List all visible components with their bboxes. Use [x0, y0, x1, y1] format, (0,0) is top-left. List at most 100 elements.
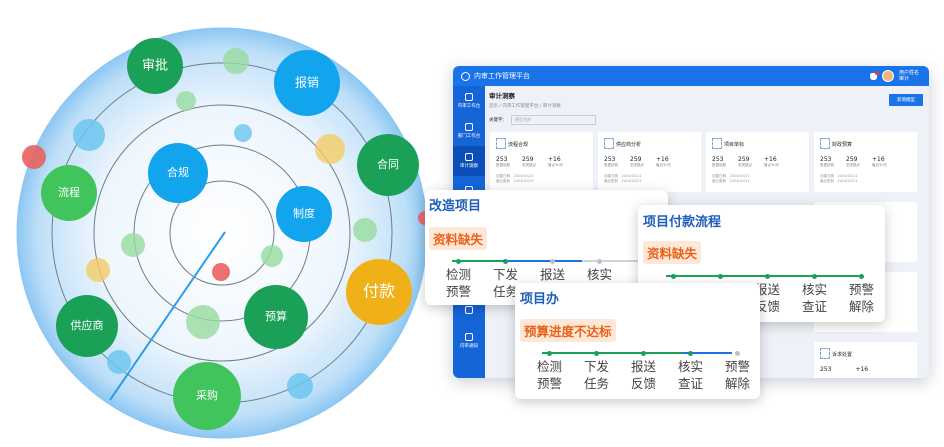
bubble-process[interactable]: 流程 — [41, 165, 97, 221]
bubble-supplier[interactable]: 供应商 — [56, 295, 118, 357]
model-icon — [712, 138, 722, 149]
radar-sweep-line — [109, 231, 226, 401]
add-model-button[interactable]: 新增模型 — [889, 94, 923, 106]
avatar[interactable] — [881, 70, 894, 82]
sidebar-item-dept-desk[interactable]: 部门工作台 — [453, 116, 485, 146]
main-content: 审计洞察 首页 / 内审工作管理平台 / 审计洞察 新增模型 关键字： 模型名称 — [489, 90, 925, 125]
workflow-step[interactable]: 预警解除 — [714, 358, 761, 392]
progress-track — [582, 260, 668, 262]
step-dot — [671, 273, 676, 279]
step-dot — [812, 273, 817, 279]
workflow-step[interactable]: 核实 — [576, 266, 623, 300]
stat-label: 最近30天 — [872, 163, 887, 167]
breadcrumb: 首页 / 内审工作管理平台 / 审计洞察 — [489, 104, 561, 109]
step-line1: 报送 — [754, 282, 780, 297]
radar-dot — [86, 258, 110, 282]
radar-dot — [315, 134, 345, 164]
workflow-step[interactable]: 报送反馈 — [620, 358, 667, 392]
workflow-step[interactable]: 核实查证 — [667, 358, 714, 392]
model-icon — [496, 138, 506, 149]
step-list: 检测预警下发任务报送反馈核实查证预警解除 — [526, 358, 761, 392]
sidebar-item-notice[interactable]: 内审通知 — [453, 326, 485, 356]
bell-icon[interactable] — [869, 70, 879, 80]
svg-text:审批: 审批 — [142, 59, 168, 74]
updated-date: 最近更新 2024/02/21 — [712, 179, 750, 183]
bubble-reimburse[interactable]: 报销 — [274, 50, 340, 116]
stat-label: 发现疑点 — [738, 163, 752, 167]
stat-label: 发现疑点 — [846, 163, 860, 167]
stat-value: 253 — [820, 156, 832, 163]
popup-title: 项目付款流程 — [643, 215, 722, 230]
stat-value: 253 — [496, 156, 508, 163]
bell-icon — [465, 333, 473, 341]
step-dot — [550, 258, 555, 264]
created-date: 创建日期 2024/02/21 — [604, 174, 642, 178]
grid-icon — [465, 123, 473, 131]
svg-text:制度: 制度 — [293, 206, 315, 220]
step-line1: 报送 — [630, 359, 656, 374]
warning-badge: 资料缺失 — [429, 227, 488, 250]
sidebar-item-audit-desk[interactable]: 内审工作台 — [453, 86, 485, 116]
stat-value: 259 — [522, 156, 534, 163]
bubble-payment[interactable]: 付款 — [346, 259, 412, 325]
workflow-step[interactable]: 预警解除 — [838, 281, 885, 315]
stat-value: 259 — [738, 156, 750, 163]
radar-dot — [22, 145, 46, 169]
sidebar-item[interactable] — [453, 296, 485, 326]
svg-text:合规: 合规 — [167, 165, 189, 179]
step-line1: 预警 — [724, 359, 750, 374]
bubble-budget[interactable]: 预算 — [244, 285, 308, 349]
step-dot — [765, 273, 770, 279]
workflow-step[interactable]: 下发任务 — [482, 266, 529, 300]
bubble-purchase[interactable]: 采购 — [173, 362, 241, 430]
step-line1: 核实 — [677, 359, 703, 374]
step-line1: 预警 — [848, 282, 874, 297]
bubble-audit[interactable]: 审批 — [127, 38, 183, 94]
keyword-input[interactable]: 模型名称 — [511, 115, 596, 125]
svg-text:付款: 付款 — [363, 282, 395, 301]
stat-value: +16 — [656, 156, 669, 163]
bubble-compliance[interactable]: 合规 — [148, 143, 208, 203]
card-title: 项目单标 — [724, 142, 745, 148]
step-dot — [718, 273, 723, 279]
svg-text:合同: 合同 — [377, 157, 399, 171]
step-line2: 解除 — [724, 376, 750, 391]
svg-text:供应商: 供应商 — [71, 318, 104, 332]
step-line1: 报送 — [539, 267, 565, 282]
grid-icon — [465, 306, 473, 314]
workflow-step[interactable]: 报送反馈 — [744, 281, 791, 315]
stat-label: 最近30天 — [548, 163, 563, 167]
workflow-step[interactable]: 报送 — [529, 266, 576, 300]
app-title: 内审工作管理平台 — [474, 72, 530, 80]
radar-dot — [287, 373, 313, 399]
step-dot — [503, 258, 508, 264]
grid-icon — [465, 153, 473, 161]
stat-label: 发现疑点 — [522, 163, 536, 167]
step-dot — [594, 350, 599, 356]
radar-dot — [353, 218, 377, 242]
workflow-step[interactable]: 核实查证 — [791, 281, 838, 315]
created-date: 创建日期 2024/02/20 — [496, 174, 534, 178]
updated-date: 最近更新 2024/02/20 — [496, 179, 534, 183]
workflow-step[interactable]: 检测预警 — [435, 266, 482, 300]
step-dot — [456, 258, 461, 264]
radar-dot — [223, 48, 249, 74]
popup-project-office[interactable]: 项目办 预算进度不达标 检测预警下发任务报送反馈核实查证预警解除 — [515, 283, 760, 399]
step-dot — [735, 350, 740, 356]
created-date: 创建日期 2024/02/21 — [712, 174, 750, 178]
bubble-contract[interactable]: 合同 — [357, 134, 419, 196]
stat-value: 253 — [820, 366, 832, 373]
workflow-step[interactable]: 下发任务 — [573, 358, 620, 392]
sidebar-item-insight[interactable]: 审计观察 — [453, 146, 485, 176]
step-line1: 检测 — [536, 359, 562, 374]
bubble-system[interactable]: 制度 — [276, 186, 332, 242]
workflow-step[interactable]: 检测预警 — [526, 358, 573, 392]
progress-track — [682, 352, 732, 354]
user-name: 用户姓名 — [898, 70, 919, 76]
svg-text:预算: 预算 — [265, 309, 287, 323]
